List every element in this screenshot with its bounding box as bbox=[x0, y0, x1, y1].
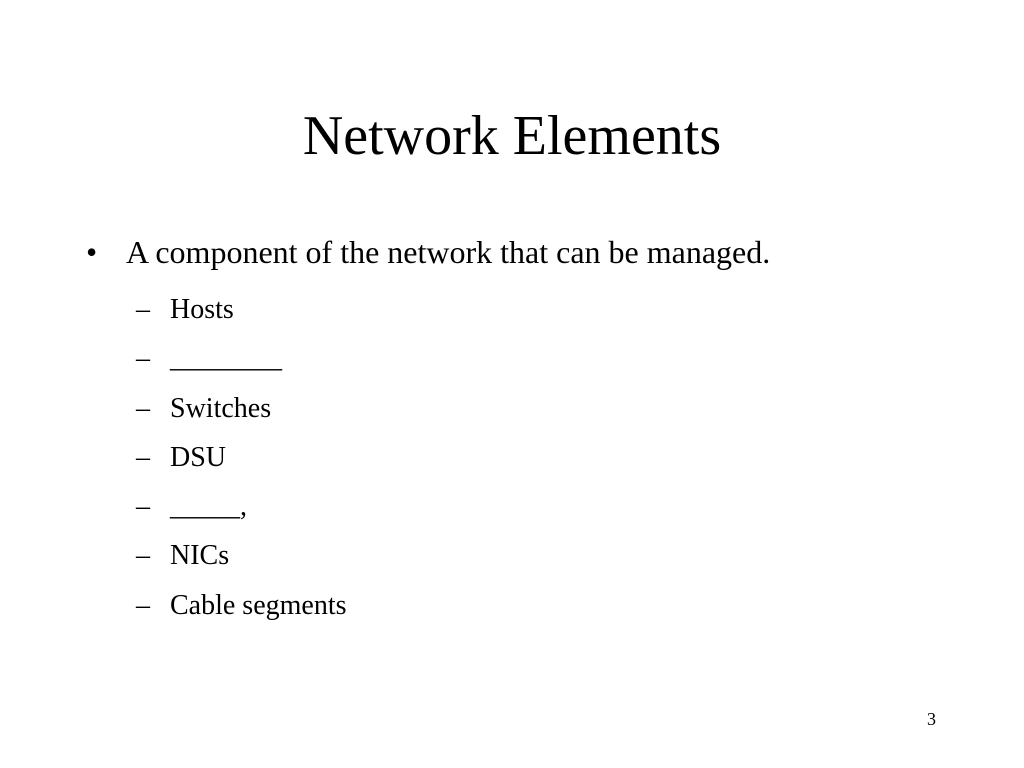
sub-bullet-item: –DSU bbox=[136, 433, 347, 482]
sub-bullet-text: DSU bbox=[170, 441, 227, 473]
page-number: 3 bbox=[927, 709, 936, 729]
sub-bullet-item: –Switches bbox=[136, 384, 347, 433]
dash-marker: – bbox=[136, 491, 150, 523]
sub-bullet-list: –Hosts –________ –Switches –DSU –_____, … bbox=[136, 285, 347, 630]
sub-bullet-item: –_____, bbox=[136, 482, 347, 531]
bullet-marker: • bbox=[86, 234, 98, 270]
dash-marker: – bbox=[136, 343, 150, 375]
dash-marker: – bbox=[136, 540, 150, 572]
dash-marker: – bbox=[136, 294, 150, 325]
slide-title: Network Elements bbox=[302, 105, 722, 167]
sub-bullet-text: Cable segments bbox=[170, 589, 347, 621]
sub-bullet-item: –Cable segments bbox=[136, 581, 347, 630]
dash-marker: – bbox=[136, 589, 150, 621]
sub-bullet-text: _____, bbox=[170, 491, 247, 523]
bullet-item: • A component of the network that can be … bbox=[86, 230, 770, 274]
sub-bullet-item: –________ bbox=[136, 334, 347, 383]
sub-bullet-text: Hosts bbox=[170, 294, 234, 325]
dash-marker: – bbox=[136, 441, 150, 473]
sub-bullet-item: –NICs bbox=[136, 531, 347, 580]
sub-bullet-text: Switches bbox=[170, 392, 272, 424]
sub-bullet-item: –Hosts bbox=[136, 285, 347, 334]
dash-marker: – bbox=[136, 392, 150, 424]
bullet-text: A component of the network that can be m… bbox=[126, 234, 771, 270]
sub-bullet-text: ________ bbox=[170, 343, 282, 375]
sub-bullet-text: NICs bbox=[170, 540, 230, 572]
